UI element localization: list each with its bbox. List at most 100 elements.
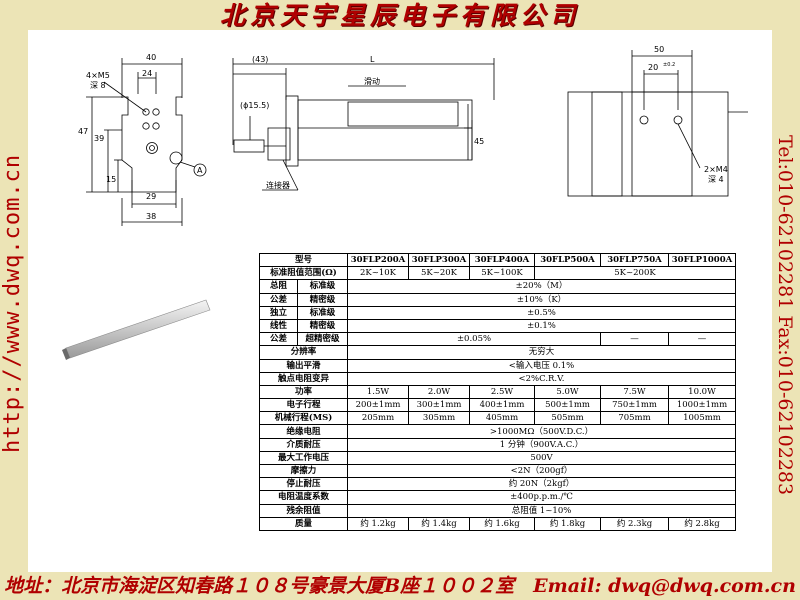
product-sheet: 40 4×M5 深 8 24 47 39 15 29 38 A xyxy=(28,30,772,572)
row-label: 标准级 xyxy=(297,305,348,320)
row-value: ±400p.p.m./℃ xyxy=(347,490,736,505)
row-label: 分辨率 xyxy=(259,345,348,360)
row-value: 2.5W xyxy=(469,384,535,400)
dim-20: 20 xyxy=(648,63,658,72)
row-value: ±0.05% xyxy=(347,332,601,347)
row-value: 1000±1mm xyxy=(668,398,736,413)
row-value: <2N（200gf） xyxy=(347,463,736,479)
row-label: 质量 xyxy=(259,516,348,531)
row-value: 705mm xyxy=(600,411,669,426)
row-value: 400±1mm xyxy=(469,398,535,413)
row-value: 约 2.3kg xyxy=(600,516,669,531)
row-label: 停止耐压 xyxy=(259,477,348,492)
row-value: ±0.1% xyxy=(347,318,736,334)
side-view-labels: (43) L 滑动 (ϕ15.5) 45 连接器 xyxy=(240,55,484,190)
header-model-30flp400a: 30FLP400A xyxy=(469,252,535,268)
table-row: 独立标准级±0.5% xyxy=(259,305,736,320)
row-value: 2K~10K xyxy=(347,266,409,281)
row-label: 机械行程(MS) xyxy=(259,411,348,426)
row-value: 1 分钟（900V.A.C.） xyxy=(347,437,736,452)
table-row: 分辨率无穷大 xyxy=(259,345,736,360)
row-value: 约 1.6kg xyxy=(469,516,535,531)
product-photo xyxy=(62,299,211,360)
row-value: 505mm xyxy=(534,411,601,426)
row-label: 标准阻值范围(Ω) xyxy=(259,266,348,281)
dim-m5-depth: 深 8 xyxy=(90,81,106,90)
row-value: 750±1mm xyxy=(600,398,669,413)
row-label: 总阻 xyxy=(259,279,298,294)
callout-a: A xyxy=(197,166,203,175)
row-label: 摩擦力 xyxy=(259,463,348,479)
row-label: 公差 xyxy=(259,292,298,307)
row-value: <输入电压 0.1% xyxy=(347,358,736,373)
row-label: 触点电阻变异 xyxy=(259,371,348,386)
dim-39: 39 xyxy=(94,134,104,143)
end-view xyxy=(86,58,207,226)
row-value: 205mm xyxy=(347,411,409,426)
header-model-30flp500a: 30FLP500A xyxy=(534,252,601,268)
row-value: 总阻值 1~10% xyxy=(347,503,736,518)
dim-m4: 2×M4 xyxy=(704,165,728,174)
header-model-30flp1000a: 30FLP1000A xyxy=(668,252,736,268)
row-label: 介质耐压 xyxy=(259,437,348,452)
row-value: 5K~100K xyxy=(469,266,535,281)
label-connector: 连接器 xyxy=(266,180,290,190)
dim-50: 50 xyxy=(654,45,664,54)
address-email-footer: 地址：北京市海淀区知春路１０８号豪景大厦B座１００２室 Email: dwq@d… xyxy=(4,575,796,597)
dim-29: 29 xyxy=(146,192,156,201)
header-model-30flp300a: 30FLP300A xyxy=(408,252,470,268)
header-model-label: 型号 xyxy=(259,252,348,268)
end-view-labels: 40 4×M5 深 8 24 47 39 15 29 38 A xyxy=(78,53,203,221)
header-model-30flp200a: 30FLP200A xyxy=(347,252,409,268)
row-label: 功率 xyxy=(259,384,348,400)
row-label: 最大工作电压 xyxy=(259,450,348,466)
row-value: ±10%（K） xyxy=(347,292,736,307)
row-value: >1000MΩ（500V.D.C.） xyxy=(347,424,736,439)
row-value: 约 1.2kg xyxy=(347,516,409,531)
row-label: 精密级 xyxy=(297,318,348,334)
row-label: 电子行程 xyxy=(259,398,348,413)
company-banner-title: 北京天宇星辰电子有限公司 xyxy=(219,1,580,30)
row-value: 7.5W xyxy=(600,384,669,400)
row-value: 约 1.4kg xyxy=(408,516,470,531)
table-row: 停止耐压约 20N（2kgf） xyxy=(259,477,736,492)
row-value: 305mm xyxy=(408,411,470,426)
dim-38: 38 xyxy=(146,212,156,221)
dim-45: 45 xyxy=(474,137,484,146)
table-row: 绝缘电阻>1000MΩ（500V.D.C.） xyxy=(259,424,736,439)
label-slide: 滑动 xyxy=(364,76,380,86)
table-row: 触点电阻变异<2%C.R.V. xyxy=(259,371,736,386)
table-row: 总阻标准级±20%（M） xyxy=(259,279,736,294)
row-value: ±0.5% xyxy=(347,305,736,320)
contact-phone-fax-text: Tel:010-62102281 Fax:010-62102283 xyxy=(774,134,796,496)
row-value: 1.5W xyxy=(347,384,409,400)
header-model-30flp750a: 30FLP750A xyxy=(600,252,669,268)
table-row: 摩擦力<2N（200gf） xyxy=(259,463,736,479)
dim-m4-depth: 深 4 xyxy=(708,175,724,184)
top-view-labels: 50 20 ±0.2 2×M4 深 4 xyxy=(648,45,728,184)
row-value: 1005mm xyxy=(668,411,736,426)
row-value: ±20%（M） xyxy=(347,279,736,294)
row-label: 独立 xyxy=(259,305,298,320)
row-value: 5K~200K xyxy=(534,266,736,281)
dim-l: L xyxy=(370,55,375,64)
dim-15: 15 xyxy=(106,175,116,184)
row-value: 5K~20K xyxy=(408,266,470,281)
row-label: 输出平滑 xyxy=(259,358,348,373)
dim-24: 24 xyxy=(142,69,152,78)
row-value: <2%C.R.V. xyxy=(347,371,736,386)
row-label: 绝缘电阻 xyxy=(259,424,348,439)
row-value: 300±1mm xyxy=(408,398,470,413)
dim-43: (43) xyxy=(252,55,268,64)
row-value: 10.0W xyxy=(668,384,736,400)
row-value: 5.0W xyxy=(534,384,601,400)
table-row: 线性精密级±0.1% xyxy=(259,318,736,334)
dim-40: 40 xyxy=(146,53,156,62)
row-value: 405mm xyxy=(469,411,535,426)
